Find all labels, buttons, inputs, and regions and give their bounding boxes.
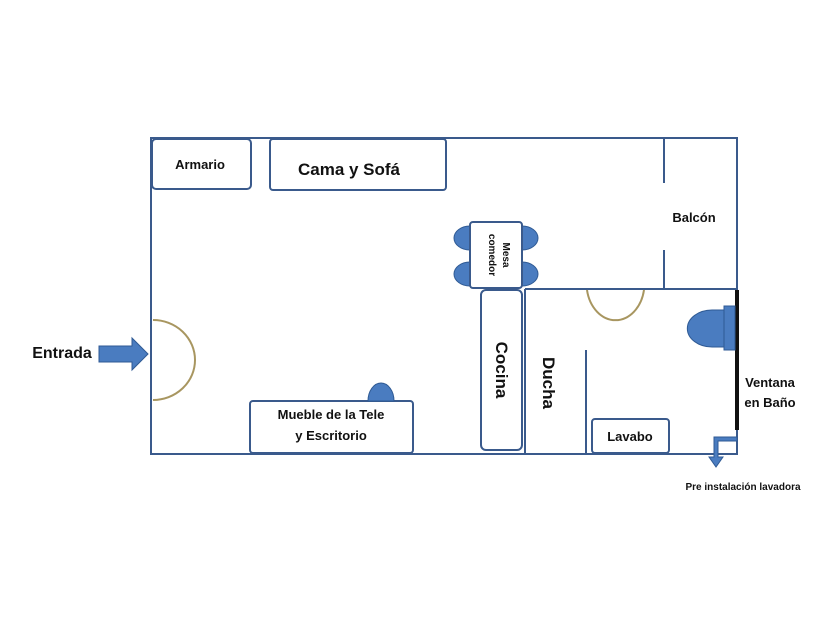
mesa-comedor-label-line1: Mesa — [500, 242, 511, 267]
entrada-label: Entrada — [32, 345, 92, 362]
mesa-comedor-label-line2: comedor — [486, 234, 497, 276]
mesa-comedor-box — [469, 221, 523, 289]
ventana-label-line1: Ventana — [745, 375, 796, 390]
ventana-label-line2: en Baño — [744, 395, 795, 410]
ducha-label: Ducha — [539, 357, 558, 410]
bathroom-door-arc-icon — [586, 289, 645, 322]
chair-bottom-right-icon — [521, 261, 539, 287]
chair-top-left-icon — [453, 225, 471, 251]
washing-machine-arrow-icon — [708, 436, 738, 468]
mueble-tele-label-line2: y Escritorio — [295, 428, 367, 443]
lavabo-label: Lavabo — [607, 429, 653, 444]
lavabo-box — [591, 418, 670, 454]
chair-top-right-icon — [521, 225, 539, 251]
cocina-box — [480, 289, 523, 451]
armario-label: Armario — [175, 157, 225, 172]
desk-chair-icon — [367, 382, 395, 402]
cama-sofa-box — [269, 138, 447, 191]
balcon-label: Balcón — [672, 210, 715, 225]
mueble-tele-box — [249, 400, 414, 454]
entrance-arrow-icon — [98, 336, 149, 372]
mueble-tele-label-line1: Mueble de la Tele — [278, 407, 385, 422]
cocina-label: Cocina — [492, 342, 511, 399]
entrance-door-arc-icon — [152, 319, 196, 401]
toilet-tank-icon — [723, 305, 736, 351]
apartment-outline — [150, 137, 738, 455]
cama-sofa-label: Cama y Sofá — [298, 160, 401, 179]
chair-bottom-left-icon — [453, 261, 471, 287]
toilet-icon — [686, 309, 725, 348]
armario-box — [151, 138, 252, 190]
lavadora-label: Pre instalación lavadora — [685, 482, 800, 493]
